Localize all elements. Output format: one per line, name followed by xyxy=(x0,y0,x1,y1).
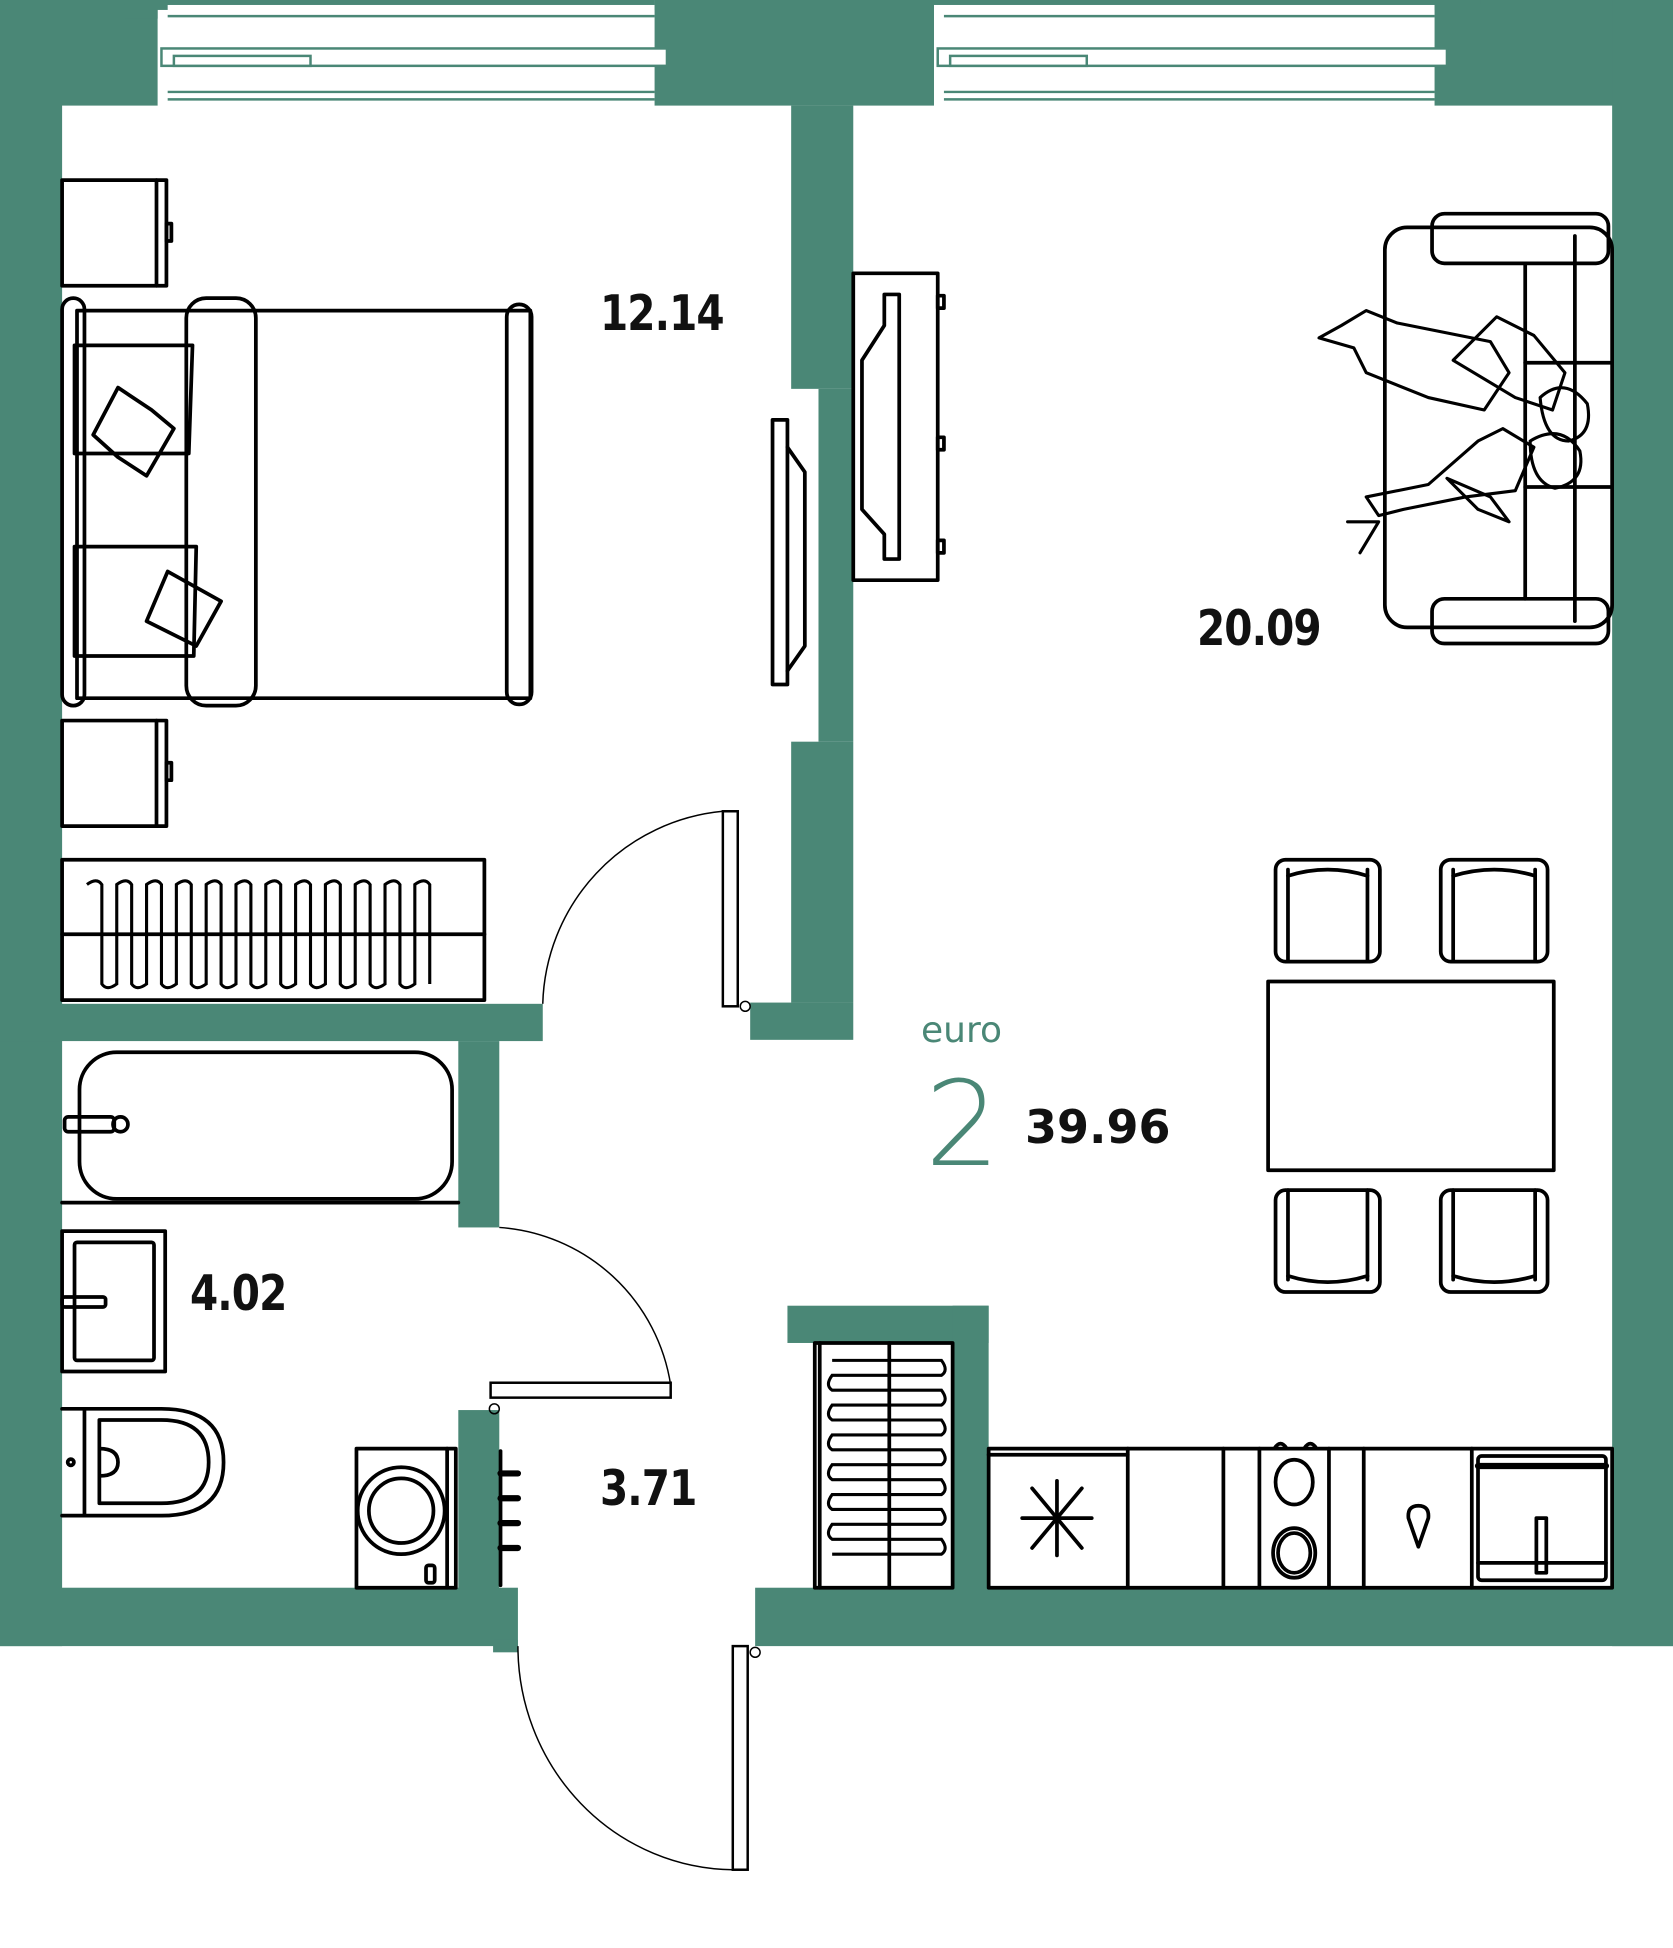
door-bathroom[interactable] xyxy=(488,1226,672,1415)
rooms-count: 2 xyxy=(925,1055,1001,1193)
bed xyxy=(60,296,534,708)
nightstand-bottom xyxy=(60,718,174,829)
window-bedroom xyxy=(157,9,669,106)
chair xyxy=(1273,857,1382,964)
sink-icon xyxy=(1474,1454,1610,1583)
chair xyxy=(1438,1188,1550,1294)
nightstand-top xyxy=(60,178,174,288)
chair xyxy=(1438,857,1550,964)
room-area-bedroom: 12.14 xyxy=(600,285,725,342)
tv-living xyxy=(851,271,946,583)
washing-machine xyxy=(354,1446,458,1590)
walls xyxy=(0,0,1673,1653)
toilet xyxy=(60,1406,226,1518)
room-area-living-kitchen: 20.09 xyxy=(1197,600,1322,657)
towel-rail xyxy=(497,1449,522,1588)
chair xyxy=(1273,1188,1382,1294)
radiator-kitchen xyxy=(812,1341,955,1590)
bedroom-furniture xyxy=(60,178,807,1002)
bathtub xyxy=(60,1050,461,1205)
hob-icon xyxy=(1271,1441,1319,1580)
layout-type-label: euro xyxy=(921,1010,1002,1051)
door-bedroom[interactable] xyxy=(542,810,751,1013)
window-living xyxy=(933,9,1449,106)
total-area: 39.96 xyxy=(1025,1100,1171,1154)
door-entrance[interactable] xyxy=(517,1644,761,1871)
dining-table xyxy=(1266,857,1556,1294)
tv-bedroom xyxy=(770,418,807,687)
radiator-bedroom xyxy=(60,857,487,1002)
water-drop-icon xyxy=(1406,1503,1431,1549)
room-area-bathroom: 4.02 xyxy=(190,1265,287,1322)
washbasin xyxy=(60,1229,168,1374)
room-area-hallway: 3.71 xyxy=(600,1460,697,1517)
people-illustration xyxy=(1317,309,1591,555)
sofa xyxy=(1317,211,1615,646)
snowflake-icon xyxy=(1020,1479,1094,1558)
kitchen-counter xyxy=(986,1441,1615,1590)
